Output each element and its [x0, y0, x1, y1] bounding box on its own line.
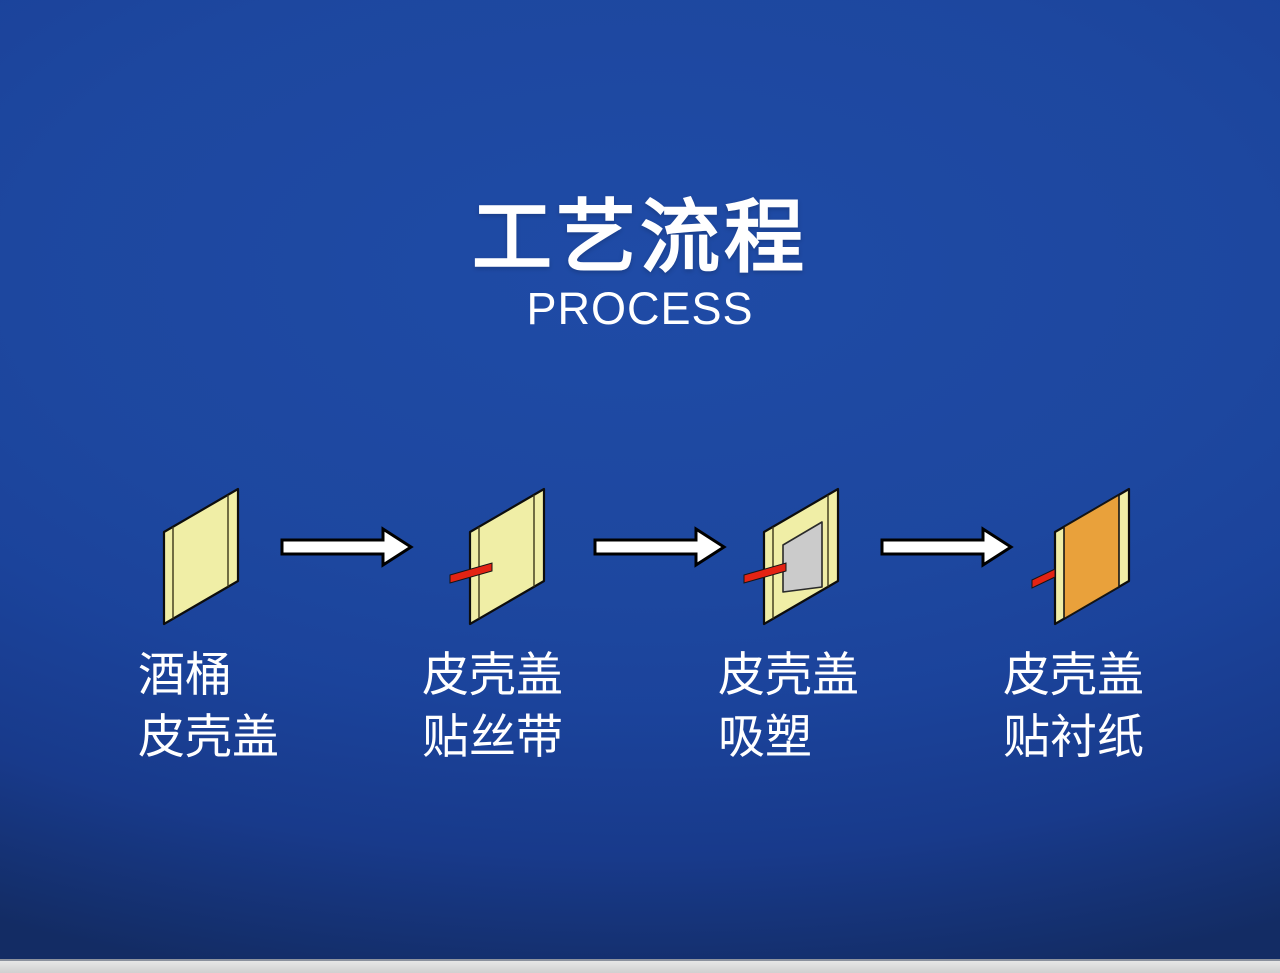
page-subtitle: PROCESS: [526, 283, 754, 334]
process-step-1: 酒桶 皮壳盖: [138, 484, 369, 814]
step-label-line-1: 皮壳盖: [422, 648, 563, 701]
process-step-4: 皮壳盖 贴衬纸: [1003, 484, 1260, 814]
panel-with-liner-icon: [1030, 484, 1145, 639]
process-step-2: 皮壳盖 贴丝带: [422, 484, 675, 814]
step-label-line-1: 酒桶: [138, 648, 232, 701]
panel-with-blister-icon: [739, 484, 854, 639]
step-label: 皮壳盖 贴衬纸: [1003, 644, 1144, 768]
step-label-line-1: 皮壳盖: [718, 648, 859, 701]
step-label: 皮壳盖 吸塑: [718, 644, 859, 768]
step-label: 皮壳盖 贴丝带: [422, 644, 563, 768]
page-title: 工艺流程: [472, 193, 808, 282]
step-label-line-1: 皮壳盖: [1003, 648, 1144, 701]
slide-title-block: 工艺流程 PROCESS: [0, 193, 1280, 334]
step-label-line-2: 贴衬纸: [1003, 710, 1144, 763]
step-label-line-2: 皮壳盖: [138, 710, 279, 763]
step-label: 酒桶 皮壳盖: [138, 644, 279, 768]
step-label-line-2: 贴丝带: [422, 710, 563, 763]
right-arrow-icon: [280, 526, 414, 573]
process-step-3: 皮壳盖 吸塑: [718, 484, 969, 814]
right-arrow-icon: [593, 526, 727, 573]
bottom-edge-bar: [0, 959, 1280, 973]
right-arrow-icon: [880, 526, 1014, 573]
barrel-cover-panel-icon: [139, 484, 254, 639]
step-label-line-2: 吸塑: [718, 710, 812, 763]
panel-with-ribbon-icon: [445, 484, 560, 639]
